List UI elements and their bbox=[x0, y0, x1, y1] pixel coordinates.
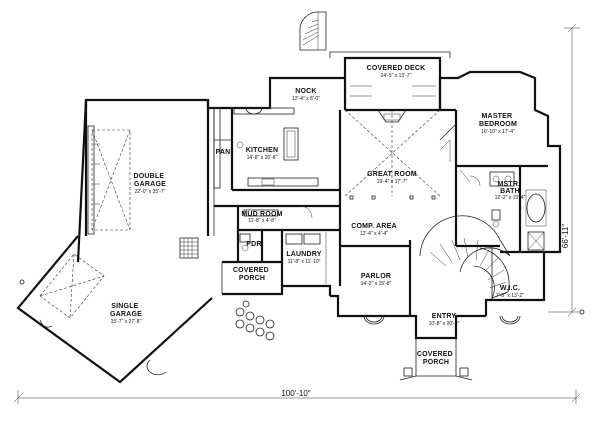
room-dims-nock: 12'-4" x 8'-0" bbox=[292, 96, 320, 102]
room-label-master-bedroom: MASTER BEDROOM bbox=[479, 113, 517, 128]
kitchen-details bbox=[213, 107, 319, 189]
room-dims-mud-room: 11'-8" x 4'-8" bbox=[248, 218, 276, 224]
room-dims-wic: 7'-8" x 13'-2" bbox=[496, 293, 524, 299]
room-dims-parlor: 14'-2" x 15'-8" bbox=[361, 281, 392, 287]
room-dims-double-garage: 22'-0" x 25'-7" bbox=[135, 189, 166, 195]
overall-width-label: 100'-10" bbox=[281, 389, 310, 398]
room-label-entry: ENTRY bbox=[432, 313, 457, 320]
covered-porch-side-line1: COVERED bbox=[233, 267, 269, 274]
outer-walls bbox=[16, 51, 562, 384]
room-dims-laundry: 11'-8" x 11'-10" bbox=[288, 259, 321, 265]
double-garage-line2: GARAGE bbox=[134, 181, 166, 188]
covered-porch-front-line2: PORCH bbox=[423, 359, 449, 366]
front-stepping-pads bbox=[235, 300, 275, 341]
room-label-wic: W.I.C. bbox=[500, 285, 520, 292]
room-label-great-room: GREAT ROOM bbox=[367, 171, 417, 178]
front-porch-columns bbox=[399, 367, 473, 381]
room-label-covered-porch-side: COVERED PORCH bbox=[233, 267, 271, 282]
room-label-laundry: LAUNDRY bbox=[286, 251, 321, 258]
room-dims-single-garage: 15'-7" x 27'-8" bbox=[111, 319, 142, 325]
covered-porch-front-line1: COVERED bbox=[417, 351, 453, 358]
room-label-mud-room: MUD ROOM bbox=[241, 211, 282, 218]
room-label-pdr: PDR bbox=[246, 241, 261, 248]
room-label-nock: NOCK bbox=[295, 88, 316, 95]
room-label-single-garage: SINGLE GARAGE bbox=[110, 303, 142, 318]
room-dims-comp-area: 12'-4" x 4'-4" bbox=[360, 231, 388, 237]
room-label-pan: PAN bbox=[216, 149, 231, 156]
room-label-kitchen: KITCHEN bbox=[246, 147, 279, 154]
room-label-comp-area: COMP. AREA bbox=[351, 223, 397, 230]
garage-details bbox=[19, 125, 199, 328]
room-labels: NOCK 12'-4" x 8'-0" COVERED DECK 24'-5" … bbox=[110, 65, 526, 366]
room-label-covered-deck: COVERED DECK bbox=[367, 65, 426, 72]
master-bedroom-line1: MASTER bbox=[482, 113, 513, 120]
room-label-parlor: PARLOR bbox=[361, 273, 391, 280]
bay-windows bbox=[146, 107, 521, 376]
master-suite-details bbox=[439, 123, 547, 251]
spiral-stair-top bbox=[299, 11, 327, 51]
covered-porch-side-line2: PORCH bbox=[239, 275, 265, 282]
room-dims-great-room: 19'-4" x 17'-7" bbox=[377, 179, 408, 185]
room-label-double-garage: DOUBLE GARAGE bbox=[134, 173, 167, 188]
room-dims-kitchen: 14'-8" x 20'-8" bbox=[247, 155, 278, 161]
great-room-details bbox=[344, 85, 441, 200]
utility-details bbox=[239, 205, 327, 284]
single-garage-line2: GARAGE bbox=[110, 311, 142, 318]
double-garage-line1: DOUBLE bbox=[134, 173, 165, 180]
room-label-mstr-bath: MSTR. BATH bbox=[498, 181, 523, 195]
room-dims-entry: 10'-8" x 20'-0" bbox=[429, 321, 460, 327]
master-bedroom-line2: BEDROOM bbox=[479, 121, 517, 128]
single-garage-line1: SINGLE bbox=[111, 303, 138, 310]
room-label-covered-porch-front: COVERED PORCH bbox=[417, 351, 455, 366]
mstr-bath-line2: BATH bbox=[500, 188, 520, 195]
room-dims-covered-deck: 24'-5" x 13'-7" bbox=[381, 73, 412, 79]
dimension-lines bbox=[13, 23, 585, 404]
mstr-bath-line1: MSTR. bbox=[498, 181, 521, 188]
curved-stair-entry bbox=[419, 215, 511, 299]
room-dims-master-bedroom: 16'-10" x 17'-4" bbox=[481, 129, 515, 135]
overall-depth-label: 66'-11" bbox=[561, 224, 570, 248]
room-dims-mstr-bath: 12'-2" x 19'-4" bbox=[495, 195, 526, 201]
interior-walls bbox=[206, 108, 548, 316]
